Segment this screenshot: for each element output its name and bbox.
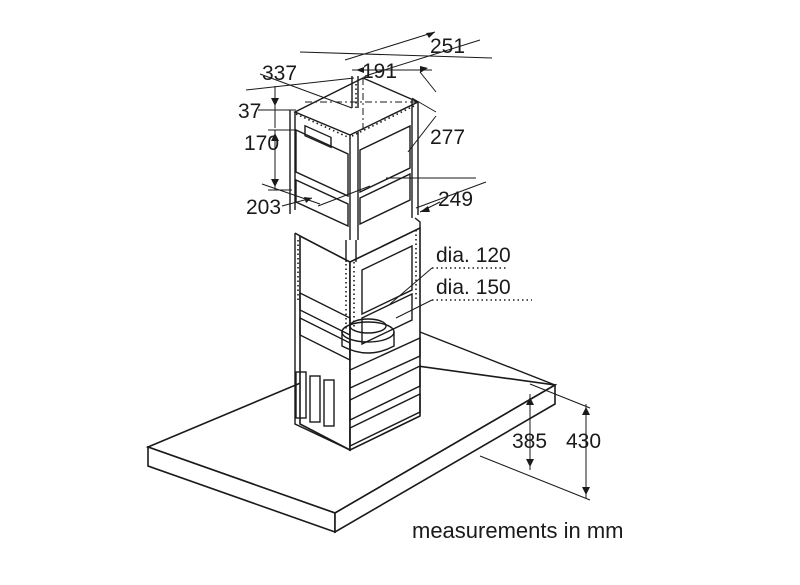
dimension-labels: 251 191 337 37 170 277 249 203 dia. 120 … bbox=[238, 35, 601, 453]
dim-170-label: 170 bbox=[244, 132, 279, 155]
upper-frame bbox=[289, 76, 420, 262]
dim-430-label: 430 bbox=[566, 430, 601, 453]
dimension-lines bbox=[245, 31, 591, 501]
canopy-side-face bbox=[334, 383, 556, 534]
dim-191-label: 191 bbox=[362, 60, 397, 83]
dim-37-label: 37 bbox=[238, 100, 261, 123]
dim-385-label: 385 bbox=[512, 430, 547, 453]
dim-277-label: 277 bbox=[430, 126, 465, 149]
dia-150-label: dia. 150 bbox=[436, 276, 511, 299]
dim-337-label: 337 bbox=[262, 62, 297, 85]
dim-203-label: 203 bbox=[246, 196, 281, 219]
dim-251-label: 251 bbox=[430, 35, 465, 58]
dim-249-label: 249 bbox=[438, 188, 473, 211]
dia-120-label: dia. 120 bbox=[436, 244, 511, 267]
lower-chimney bbox=[294, 217, 421, 452]
units-caption: measurements in mm bbox=[412, 518, 624, 543]
